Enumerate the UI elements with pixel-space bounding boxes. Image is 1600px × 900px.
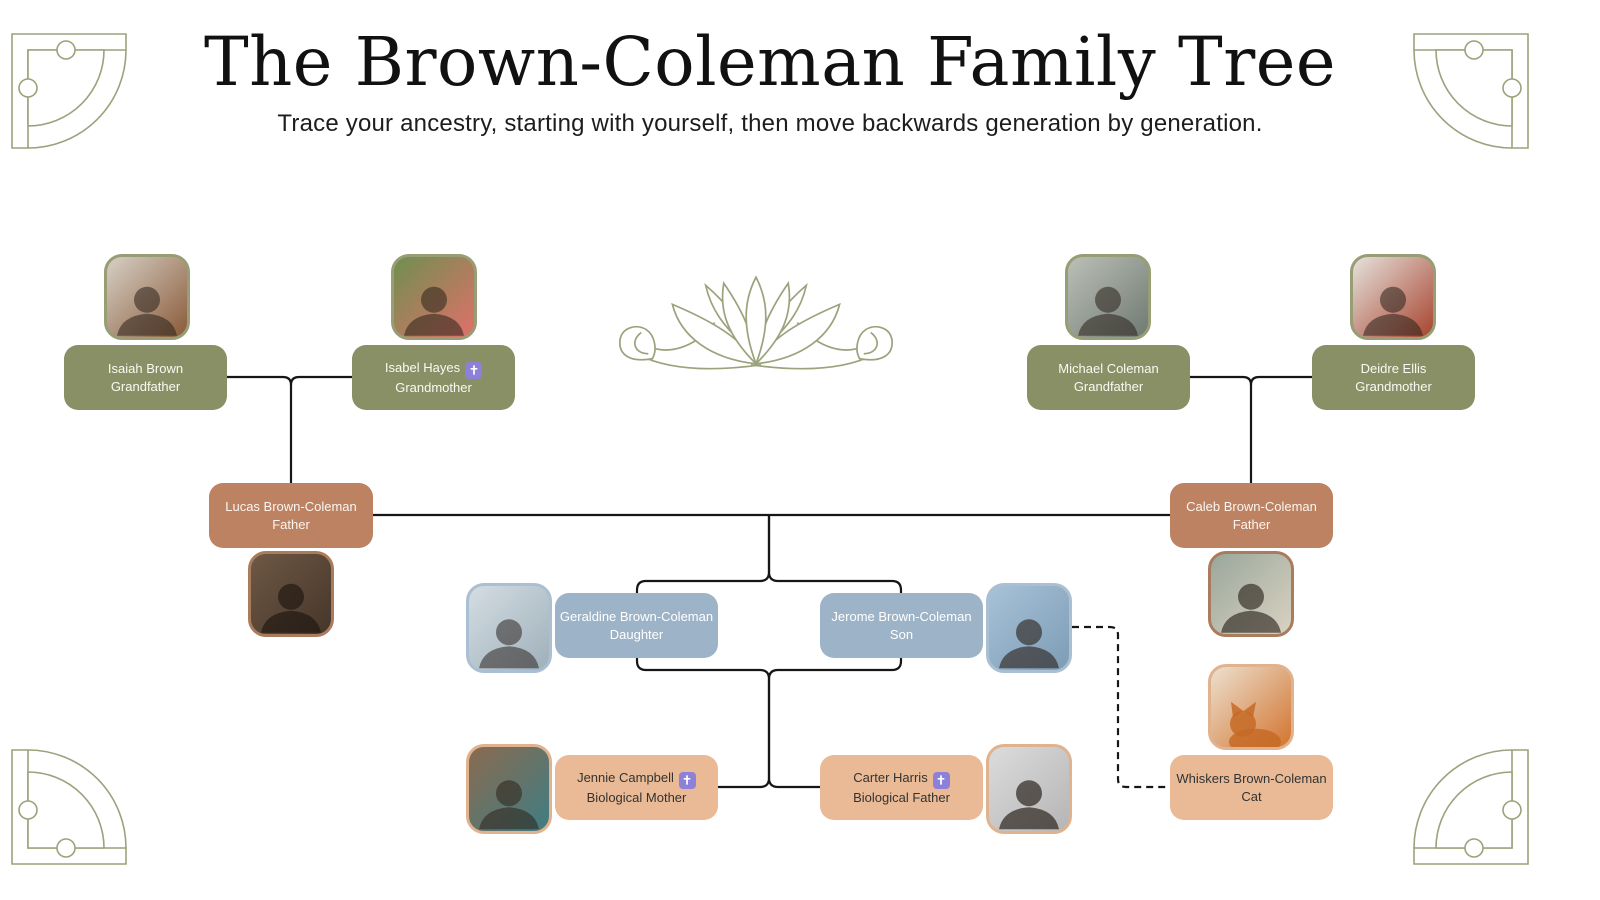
- person-card-lucas[interactable]: Lucas Brown-Coleman Father: [209, 483, 373, 548]
- person-role: Daughter: [609, 626, 664, 642]
- person-card-deidre[interactable]: Deidre Ellis Grandmother: [1312, 345, 1475, 410]
- latin-cross-icon: [465, 361, 483, 379]
- person-role: Grandmother: [395, 379, 472, 395]
- photo-jennie[interactable]: [466, 744, 552, 834]
- person-role: Grandfather: [1073, 378, 1144, 394]
- corner-flourish-icon-top-left: [11, 33, 127, 149]
- photo-caleb[interactable]: [1208, 551, 1294, 637]
- photo-michael[interactable]: [1065, 254, 1151, 340]
- lotus-icon: [619, 275, 893, 370]
- person-card-whiskers[interactable]: Whiskers Brown-Coleman Cat: [1170, 755, 1333, 820]
- person-role: Father: [272, 516, 310, 532]
- person-name: Isabel Hayes: [385, 359, 483, 379]
- person-card-isabel[interactable]: Isabel Hayes Grandmother: [352, 345, 515, 410]
- photo-whiskers-cat[interactable]: [1208, 664, 1294, 750]
- corner-flourish-icon-bottom-right: [1413, 749, 1529, 865]
- person-name: Michael Coleman: [1058, 361, 1159, 376]
- person-role: Son: [889, 626, 914, 642]
- photo-jerome[interactable]: [986, 583, 1072, 673]
- page-title: The Brown-Coleman Family Tree: [203, 23, 1337, 101]
- page-subtitle: Trace your ancestry, starting with yours…: [277, 109, 1263, 137]
- person-name: Geraldine Brown-Coleman: [559, 609, 714, 624]
- person-role: Biological Father: [853, 789, 950, 805]
- person-card-caleb[interactable]: Caleb Brown-Coleman Father: [1170, 483, 1333, 548]
- header: The Brown-Coleman Family Tree Trace your…: [0, 23, 1540, 138]
- person-name: Carter Harris: [853, 769, 950, 789]
- corner-flourish-icon-top-right: [1413, 33, 1529, 149]
- latin-cross-icon: [678, 771, 696, 789]
- person-name: Whiskers Brown-Coleman: [1176, 771, 1327, 786]
- photo-carter[interactable]: [986, 744, 1072, 834]
- latin-cross-icon: [932, 771, 950, 789]
- person-name: Lucas Brown-Coleman: [225, 499, 357, 514]
- photo-isaiah[interactable]: [104, 254, 190, 340]
- person-role: Cat: [1241, 788, 1262, 804]
- person-card-michael[interactable]: Michael Coleman Grandfather: [1027, 345, 1190, 410]
- person-card-jennie[interactable]: Jennie Campbell Biological Mother: [555, 755, 718, 820]
- corner-flourish-icon-bottom-left: [11, 749, 127, 865]
- person-role: Biological Mother: [586, 789, 687, 805]
- person-card-isaiah[interactable]: Isaiah Brown Grandfather: [64, 345, 227, 410]
- person-role: Father: [1232, 516, 1271, 532]
- person-name: Jerome Brown-Coleman: [831, 609, 972, 624]
- person-role: Grandfather: [110, 378, 181, 394]
- photo-lucas[interactable]: [248, 551, 334, 637]
- person-name: Isaiah Brown: [107, 361, 184, 376]
- person-name: Caleb Brown-Coleman: [1186, 499, 1317, 514]
- photo-deidre[interactable]: [1350, 254, 1436, 340]
- photo-geraldine[interactable]: [466, 583, 552, 673]
- photo-isabel[interactable]: [391, 254, 477, 340]
- person-card-carter[interactable]: Carter Harris Biological Father: [820, 755, 983, 820]
- person-name: Jennie Campbell: [577, 769, 696, 789]
- person-name: Deidre Ellis: [1360, 361, 1427, 376]
- person-card-geraldine[interactable]: Geraldine Brown-Coleman Daughter: [555, 593, 718, 658]
- person-card-jerome[interactable]: Jerome Brown-Coleman Son: [820, 593, 983, 658]
- person-role: Grandmother: [1355, 378, 1432, 394]
